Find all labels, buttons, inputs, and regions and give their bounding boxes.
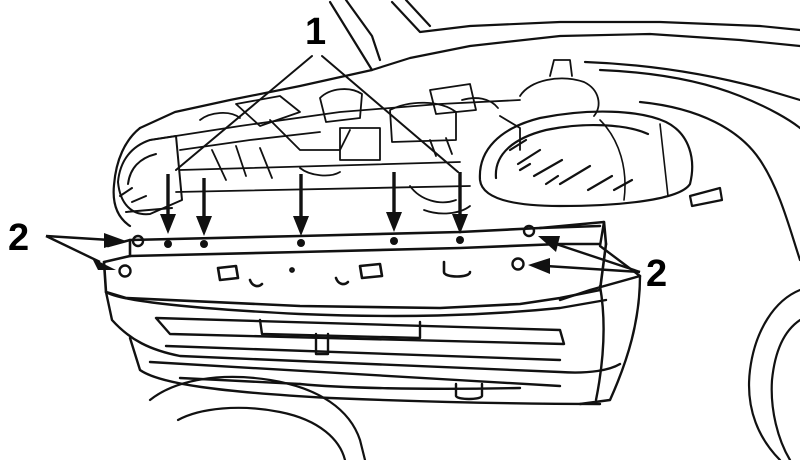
fastener-arrow — [386, 172, 402, 232]
bumper-lower — [104, 220, 642, 406]
fastener-arrow — [293, 174, 309, 236]
bolt — [200, 240, 208, 248]
mount-hole — [511, 257, 525, 271]
right-headlamp — [478, 110, 694, 208]
mount-hole — [118, 264, 132, 278]
bolt — [456, 236, 464, 244]
fastener-arrows — [160, 172, 468, 236]
fastener-arrow — [160, 174, 176, 234]
fastener-bolts — [164, 236, 464, 248]
callout-label-2-right: 2 — [646, 253, 667, 295]
engine-bay — [149, 59, 600, 215]
bolt — [297, 239, 305, 247]
car-body-outline — [112, 0, 800, 460]
bolt — [390, 237, 398, 245]
mount-hole — [131, 234, 145, 248]
bolt — [164, 240, 172, 248]
left-headlamp — [117, 135, 183, 216]
front-cross-member — [102, 220, 608, 310]
callout-2-left-arrows — [45, 233, 126, 270]
callout-label-2-left: 2 — [8, 217, 29, 259]
fastener-arrow — [196, 178, 212, 236]
mounting-holes — [118, 224, 536, 278]
fastener-arrow — [452, 172, 468, 234]
leader-lines-1 — [175, 55, 459, 173]
mount-hole — [522, 224, 536, 238]
callout-2-right-arrows — [528, 236, 641, 274]
callout-label-1: 1 — [305, 11, 326, 53]
